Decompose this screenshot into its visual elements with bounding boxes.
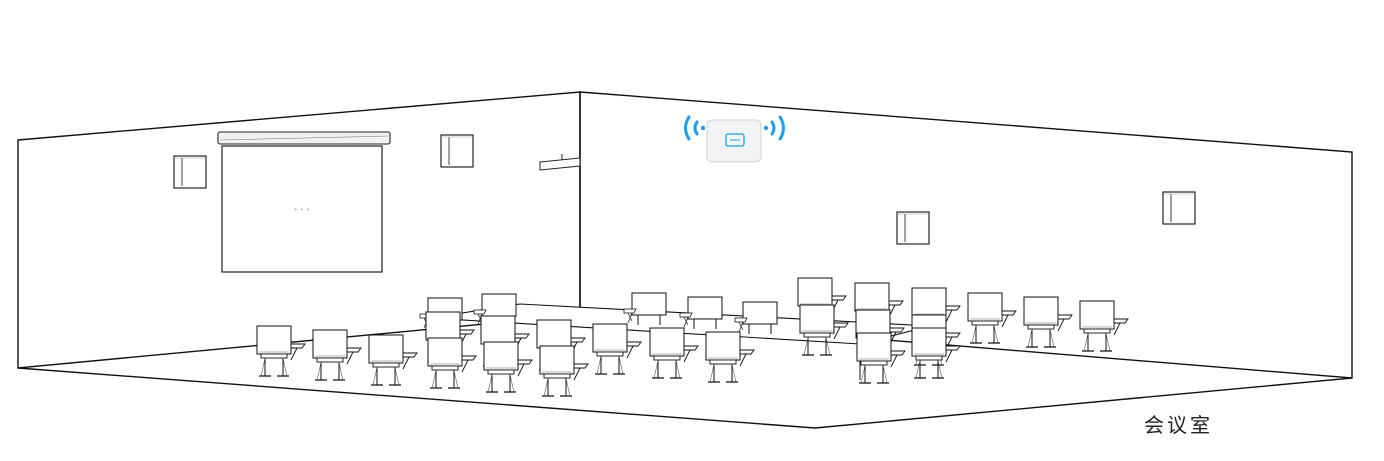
ceiling-projector-icon — [539, 154, 581, 171]
wifi-access-point-icon — [684, 115, 785, 163]
svg-text:• • •: • • • — [294, 206, 311, 214]
wall-speaker-icon — [173, 155, 207, 189]
wall-speaker-icon — [1162, 191, 1196, 225]
room-label: 会议室 — [1144, 413, 1213, 437]
projector-screen-icon: • • • — [217, 131, 391, 273]
wall-speaker-icon — [896, 211, 930, 245]
wall-speaker-icon — [440, 134, 474, 168]
